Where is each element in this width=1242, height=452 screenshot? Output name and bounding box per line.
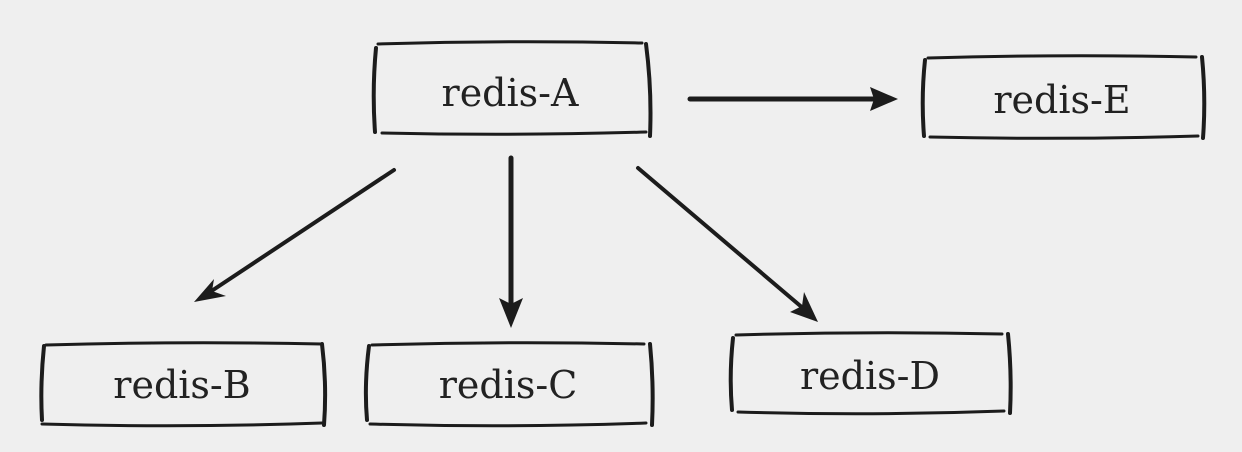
node-label: redis-A xyxy=(442,71,579,115)
node-redis-e: redis-E xyxy=(920,54,1207,140)
node-label: redis-E xyxy=(993,78,1130,122)
arrow-a-to-e xyxy=(687,87,898,111)
node-label: redis-D xyxy=(800,354,940,398)
node-redis-a: redis-A xyxy=(371,40,653,138)
arrow-a-to-d xyxy=(636,166,818,322)
node-redis-c: redis-C xyxy=(363,341,655,428)
node-redis-b: redis-B xyxy=(39,341,328,428)
node-redis-d: redis-D xyxy=(728,331,1013,416)
node-label: redis-C xyxy=(439,363,578,407)
arrow-a-to-b xyxy=(194,168,396,302)
node-label: redis-B xyxy=(113,363,250,407)
arrow-a-to-c xyxy=(499,155,523,328)
